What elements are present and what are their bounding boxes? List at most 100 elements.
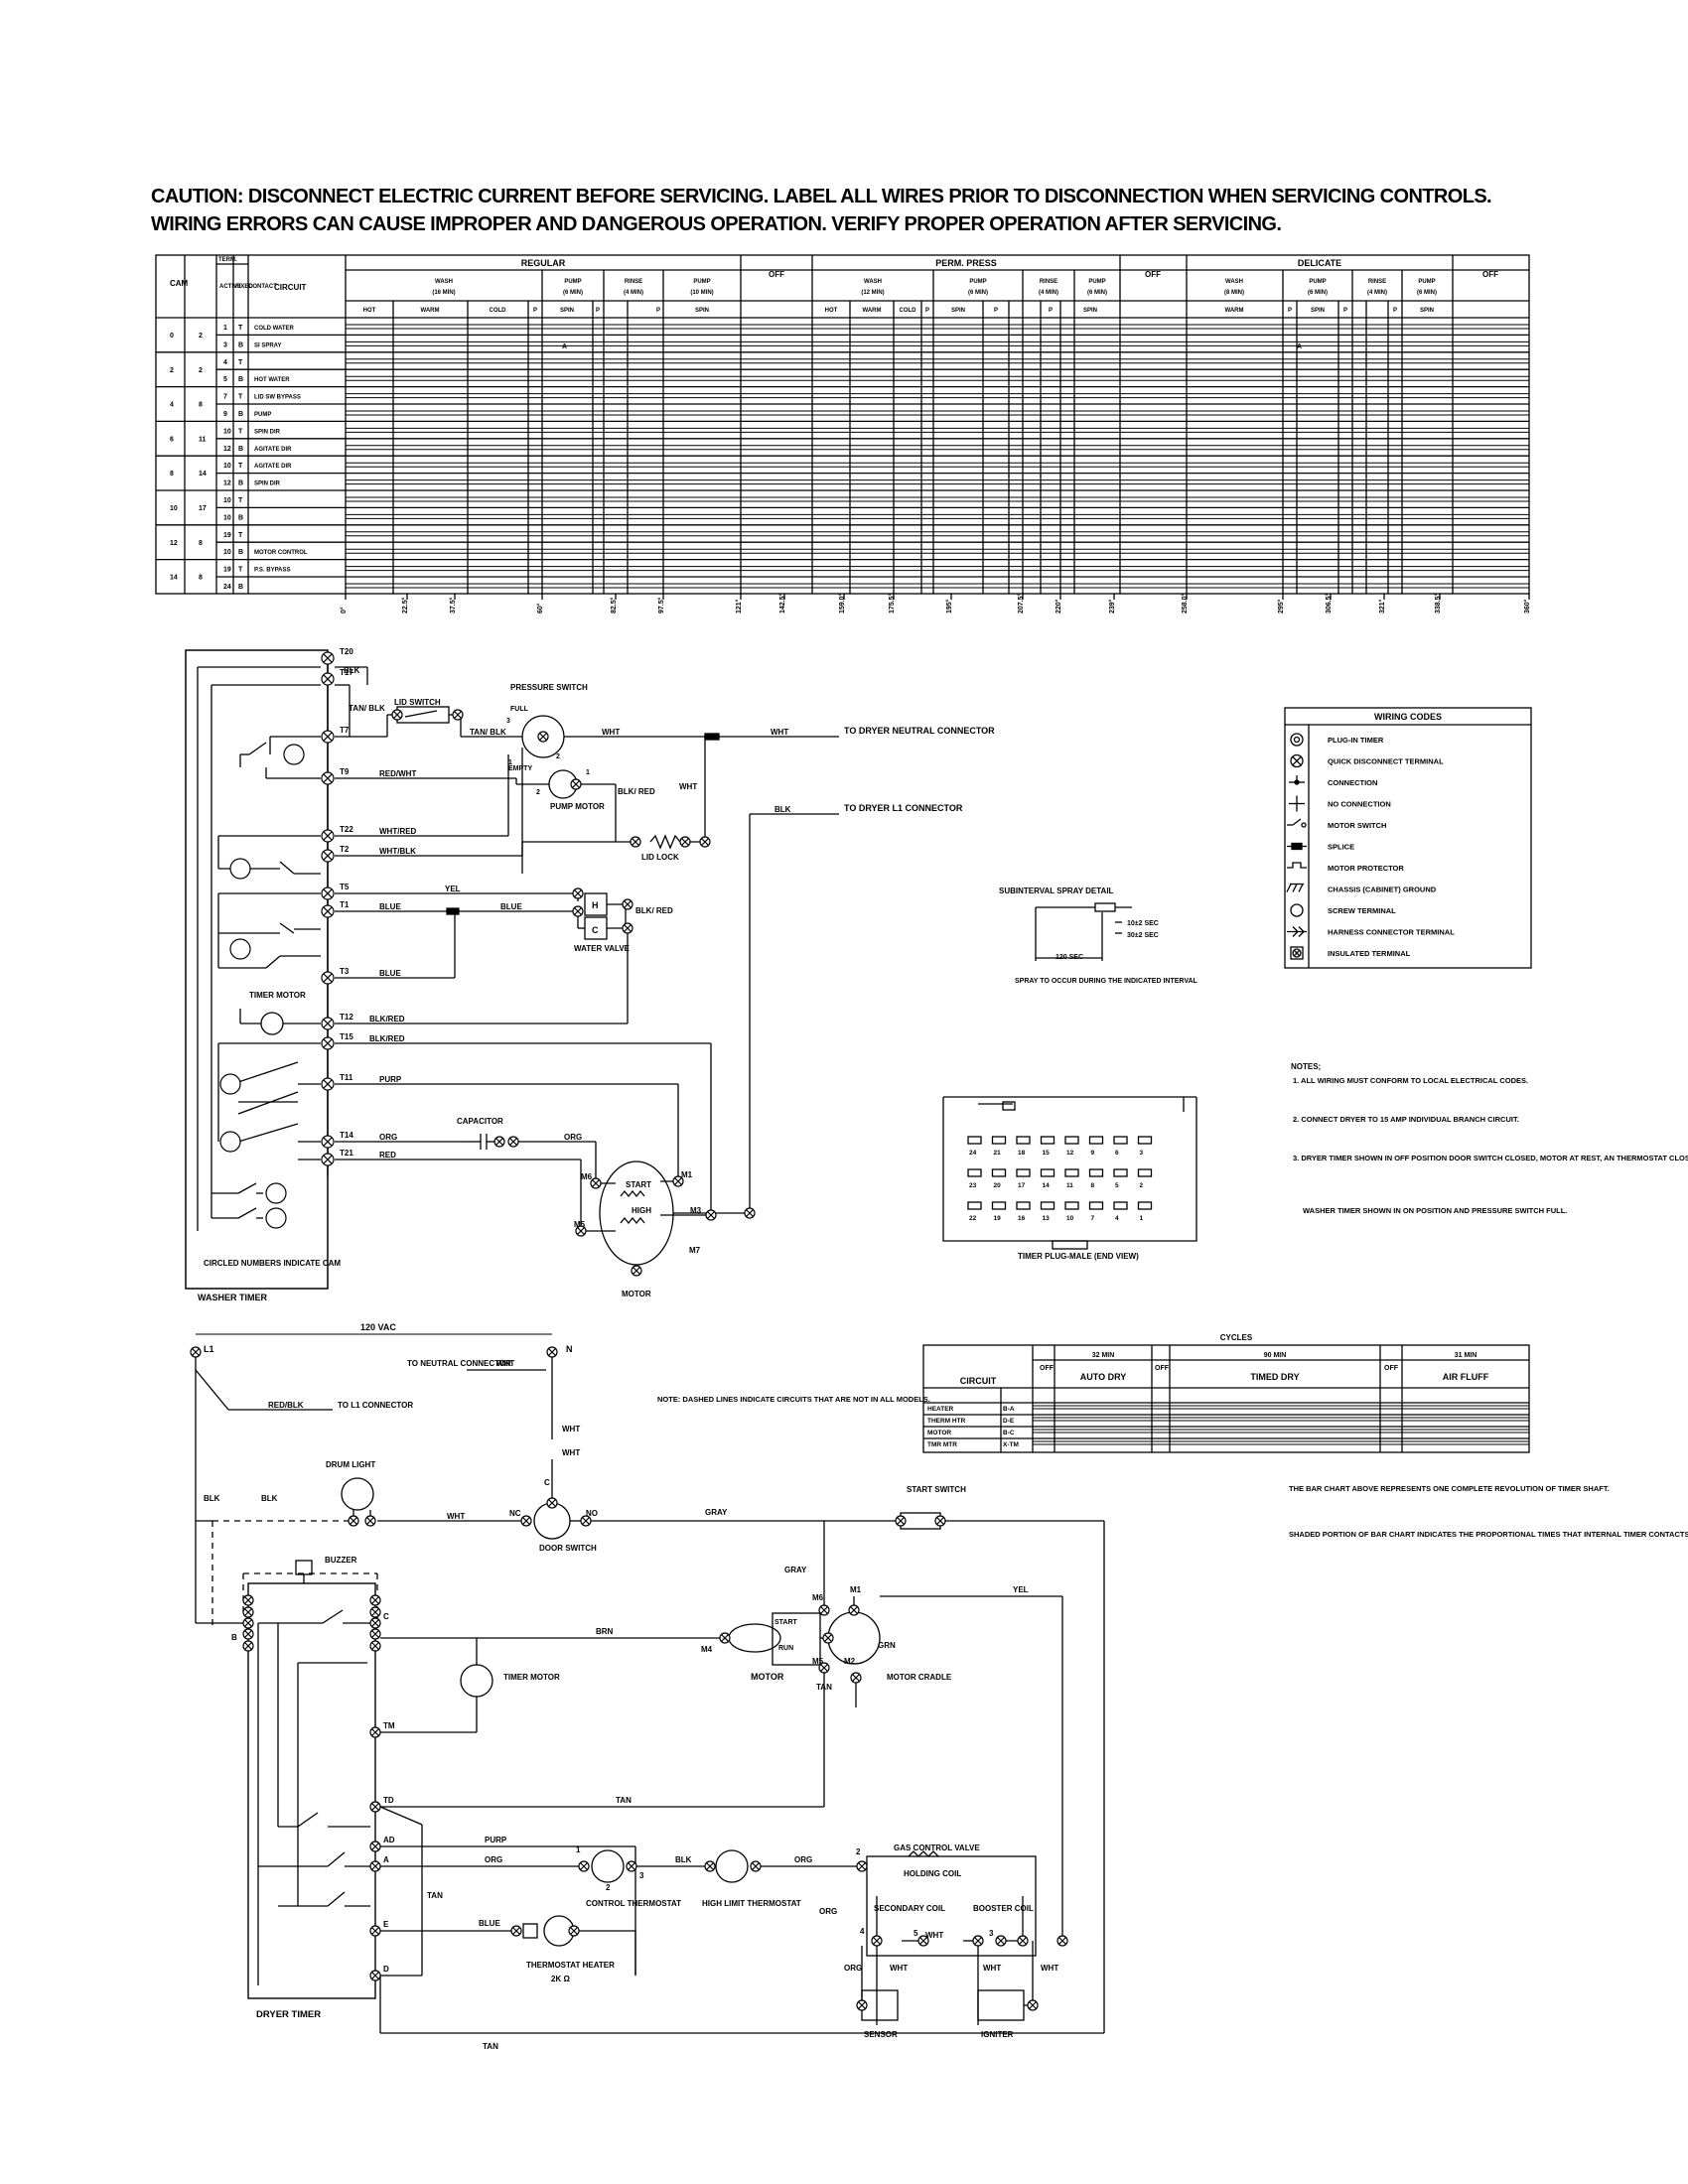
pp-col-p1: P [925,308,929,314]
dryer-terminal-label: D [383,1965,389,1974]
dryer-cycle-row-code: B-C [1003,1430,1015,1436]
dwire-tan-2: TAN [616,1796,632,1805]
dwire-wht-6: WHT [890,1964,908,1973]
door-nc: NC [509,1509,521,1518]
cam-number: 6 [227,1080,232,1089]
degree-tick: 258.0° [1181,593,1189,614]
wiring-codes-title: WIRING CODES [1374,712,1442,722]
reg-step-pump: PUMP [564,279,581,285]
row-active: 14 [199,471,207,478]
group-time-1: 32 MIN [1092,1352,1115,1359]
wire-wht-red: WHT/RED [379,827,417,836]
wire-org-2: ORG [564,1133,582,1142]
quick-disconnect-symbol [1290,753,1304,768]
row-contact: B [238,411,243,418]
off-3: OFF [1384,1365,1399,1372]
row-fixed: 7 [223,394,227,401]
row-circuit: LID SW BYPASS [254,395,301,401]
to-l1-label: TO L1 CONNECTOR [338,1401,413,1410]
row-circuit: SPIN DIR [254,481,281,487]
wire-blue-1: BLUE [379,902,401,911]
washer-terminal-t21 [321,1153,335,1166]
dryer-timer-terminal [369,1970,381,1981]
degree-tick: 321° [1378,599,1386,614]
washer-terminal-label: T1 [340,900,350,909]
gas-valve-label: GAS CONTROL VALVE [894,1843,980,1852]
pp-col-spin1: SPIN [951,308,965,314]
timer-plug-pin: 23 [969,1182,977,1189]
washer-terminal-t20 [321,651,335,665]
gas-pin-3: 3 [989,1929,994,1938]
timer-plug-pin: 8 [1091,1182,1095,1189]
dryer-cycle-row-name: MOTOR [927,1430,951,1436]
valve-h: H [592,900,599,910]
door-c: C [544,1478,550,1487]
del-col-spin2: SPIN [1420,308,1434,314]
dryer-m2: M2 [844,1657,856,1666]
diagram-labels: CAM TERM. ACTIVE FIXED CONTACT CIRCUIT R… [170,257,1688,2051]
timer-plug-pin: 20 [994,1182,1002,1189]
washer-terminal-t5 [321,887,335,900]
spray-t1: 10±2 SEC [1127,920,1159,927]
reg-step-pump2-time: (10 MIN) [690,290,713,296]
cycle-off-1: OFF [769,270,784,279]
reg-col-p3: P [656,308,660,314]
del-col-warm: WARM [1225,308,1244,314]
motor-m1: M1 [681,1170,693,1179]
to-dryer-l1: TO DRYER L1 CONNECTOR [844,803,963,813]
marker-a-1: A [562,343,567,350]
vac-label: 120 VAC [360,1322,396,1332]
dryer-timer-terminal [369,1594,381,1606]
degree-tick: 239° [1108,599,1116,614]
hdr-term: TERM. [218,257,237,263]
dryer-m5: M5 [812,1657,824,1666]
note-4: WASHER TIMER SHOWN IN ON POSITION AND PR… [1303,1206,1567,1215]
wire-blk-red-3: BLK/ RED [618,787,655,796]
row-contact: B [238,341,243,348]
quick-disconnect-terminal [575,1225,587,1237]
row-contact: B [238,584,243,591]
dryer-timer-terminal [369,1860,381,1872]
quick-disconnect-terminal [546,1346,558,1358]
dwire-brn: BRN [596,1627,614,1636]
cam-circle-12 [265,1182,287,1204]
ctrl-pin-3: 3 [639,1871,644,1880]
del-step-pump-time: (6 MIN) [1308,290,1328,296]
pump-pin-1: 1 [586,769,590,776]
spray-detail-title: SUBINTERVAL SPRAY DETAIL [999,887,1114,895]
quick-disconnect-terminal [818,1662,830,1674]
wire-tan-blk: TAN/ BLK [349,704,385,713]
quick-disconnect-terminal [679,836,691,848]
dryer-timer-terminal [369,1640,381,1652]
row-circuit: HOT WATER [254,377,290,383]
hdr-cam: CAM [170,279,189,288]
washer-terminal-t7 [321,730,335,744]
degree-tick: 306.5° [1325,593,1333,614]
igniter-label: IGNITER [981,2030,1014,2039]
reg-step-pump-time: (6 MIN) [563,290,583,296]
wire-wht-2: WHT [771,728,788,737]
washer-terminal-label: T7 [340,726,350,735]
quick-disconnect-terminal [850,1672,862,1684]
dryer-terminal-label: TD [383,1796,394,1805]
gas-pin-4: 4 [860,1927,865,1936]
washer-terminal-label: T2 [340,845,350,854]
row-fixed: 1 [223,325,227,332]
quick-disconnect-terminal [719,1632,731,1644]
row-circuit: AGITATE DIR [254,464,292,470]
dwire-tan-4: TAN [483,2042,498,2051]
degree-tick: 338.5° [1434,593,1442,614]
dryer-terminal-label: AD [383,1836,395,1844]
quick-disconnect-terminal [934,1515,946,1527]
dwire-org-4: ORG [844,1964,862,1973]
del-col-p2: P [1343,308,1347,314]
heater-ohm-label: 2K Ω [551,1975,570,1983]
row-circuit: SI SPRAY [254,342,281,348]
row-contact: B [238,549,243,556]
row-fixed: 19 [223,567,231,574]
quick-disconnect-terminal [848,1604,860,1616]
reg-step-pump2: PUMP [693,279,710,285]
row-active: 8 [199,575,203,582]
wiring-codes-legend [1284,707,1532,969]
cam-number: 14 [271,1214,280,1223]
